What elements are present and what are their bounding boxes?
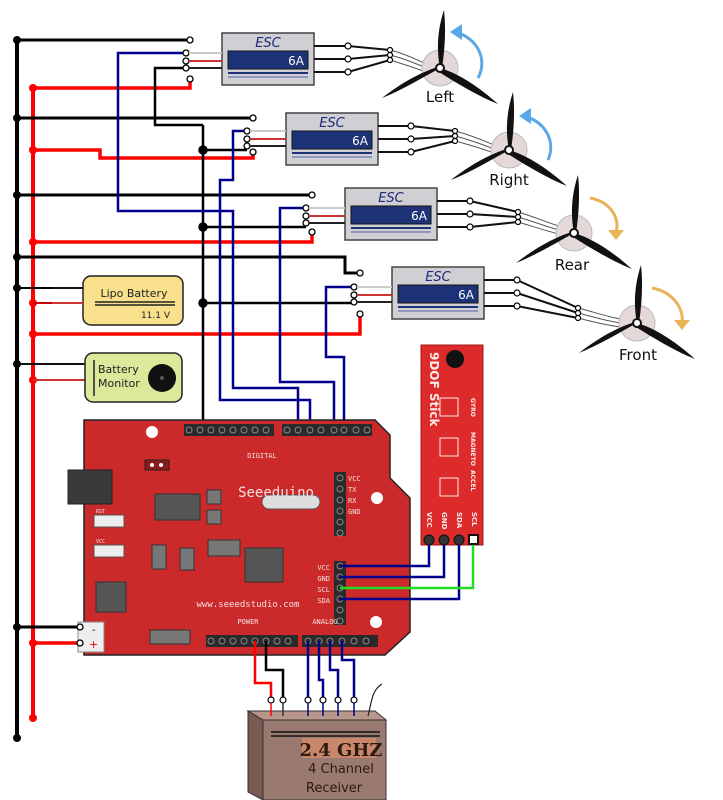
svg-text:4 Channel: 4 Channel (308, 762, 374, 777)
propeller-front: Front (578, 264, 696, 364)
esc-module-4: ESC 6A (391, 266, 485, 320)
signal-ground-wires (153, 66, 354, 430)
svg-text:6A: 6A (458, 288, 475, 302)
receiver-wires (253, 641, 356, 700)
svg-text:GND: GND (348, 508, 361, 516)
svg-text:+: + (89, 638, 98, 651)
svg-text:ESC: ESC (255, 36, 281, 51)
svg-text:GND: GND (440, 512, 448, 530)
lipo-battery: Lipo Battery 11.1 V (17, 275, 184, 326)
svg-text:6A: 6A (288, 54, 305, 68)
battery-monitor: Battery Monitor (17, 352, 183, 403)
svg-text:RST: RST (96, 509, 105, 515)
svg-text:11.1 V: 11.1 V (141, 311, 171, 321)
svg-text:ESC: ESC (319, 116, 345, 131)
svg-text:Monitor: Monitor (98, 377, 140, 390)
esc-module-1: ESC 6A (221, 32, 315, 86)
propeller-rear: Rear (515, 174, 633, 274)
svg-text:Right: Right (489, 171, 529, 189)
svg-text:ESC: ESC (425, 270, 451, 285)
svg-text:Lipo Battery: Lipo Battery (100, 287, 168, 300)
i2c-wires (340, 545, 475, 601)
svg-text:www.seeedstudio.com: www.seeedstudio.com (197, 600, 300, 610)
svg-text:6A: 6A (411, 209, 428, 223)
ground-bus (13, 36, 21, 742)
svg-text:Left: Left (426, 88, 454, 106)
header-pins (185, 426, 371, 645)
esc-module-3: ESC 6A (344, 187, 438, 241)
imu-9dof-stick: 9DOF Stick GYRO MAGNETO ACCEL VCC GND SD… (420, 344, 484, 546)
esc-input-short-wires (189, 52, 392, 303)
svg-text:VCC: VCC (425, 512, 433, 528)
svg-text:VCC: VCC (96, 539, 105, 545)
svg-text:RX: RX (348, 497, 357, 505)
svg-text:6A: 6A (352, 134, 369, 148)
svg-text:ACCEL: ACCEL (469, 470, 476, 492)
svg-text:GND: GND (317, 575, 330, 583)
svg-text:SDA: SDA (455, 512, 463, 529)
motor-connectors (344, 42, 582, 322)
svg-text:Seeeduino: Seeeduino (238, 485, 314, 501)
svg-text:Rear: Rear (555, 256, 590, 274)
svg-text:GYRO: GYRO (469, 398, 476, 417)
svg-text:SDA: SDA (317, 597, 330, 605)
esc-module-2: ESC 6A (285, 112, 379, 166)
propeller-left: Left (381, 9, 499, 106)
esc-signal-wires (116, 51, 354, 430)
svg-text:DIGITAL: DIGITAL (247, 452, 277, 460)
receiver-2-4ghz: 2.4 GHZ 4 Channel Receiver (246, 683, 388, 800)
svg-text:SCL: SCL (470, 512, 478, 527)
svg-text:Receiver: Receiver (306, 781, 363, 796)
svg-text:POWER: POWER (237, 618, 259, 626)
svg-text:9DOF Stick: 9DOF Stick (427, 352, 441, 427)
esc-ground-wires (17, 38, 360, 275)
svg-text:Battery: Battery (98, 363, 139, 376)
svg-text:SCL: SCL (317, 586, 330, 594)
svg-text:VCC: VCC (348, 475, 361, 483)
svg-text:TX: TX (348, 486, 357, 494)
seeeduino-board: Seeeduino www.seeedstudio.com DIGITAL PO… (67, 419, 411, 656)
esc-input-connectors (182, 36, 364, 318)
svg-text:2.4 GHZ: 2.4 GHZ (299, 740, 382, 761)
propeller-right: Right (450, 91, 568, 189)
svg-text:MAGNETO: MAGNETO (469, 432, 476, 466)
svg-text:-: - (92, 625, 96, 636)
receiver-connectors (267, 696, 358, 704)
board-power-wires (17, 623, 84, 647)
svg-text:ESC: ESC (378, 191, 404, 206)
svg-text:ANALOG: ANALOG (312, 618, 337, 626)
svg-text:Front: Front (619, 346, 657, 364)
svg-text:VCC: VCC (317, 564, 330, 572)
